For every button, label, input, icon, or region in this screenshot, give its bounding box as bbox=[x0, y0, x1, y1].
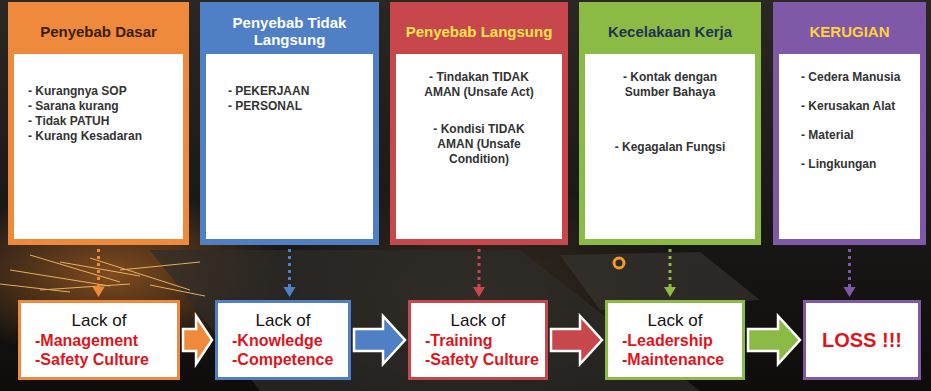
card-body: - Kurangnya SOP- Sarana kurang- Tidak PA… bbox=[14, 54, 183, 239]
cause-item: - Kurangnya SOP bbox=[28, 84, 169, 99]
card-header: Penyebab Dasar bbox=[14, 8, 183, 54]
sparks bbox=[0, 255, 205, 296]
connector bbox=[473, 249, 485, 297]
connector bbox=[93, 249, 105, 297]
card-title: Penyebab Langsung bbox=[406, 23, 553, 40]
block-arrow bbox=[354, 316, 405, 364]
lack-item: -Knowledge bbox=[226, 331, 340, 350]
cause-item: - Kontak dengan Sumber Bahaya bbox=[611, 70, 729, 100]
arrow-head bbox=[844, 287, 856, 297]
lack-label: Lack of bbox=[616, 311, 734, 331]
block-arrow bbox=[551, 316, 602, 364]
dotted-connector bbox=[478, 249, 481, 288]
lack-box: Lack of-Training-Safety Culture bbox=[408, 300, 548, 380]
cause-card: KERUGIAN - Cedera Manusia - Kerusakan Alat… bbox=[773, 2, 926, 245]
cause-item: - Cedera Manusia bbox=[801, 70, 902, 85]
lack-label: Lack of bbox=[226, 311, 340, 331]
cause-card: Penyebab Langsung - Tindakan TIDAK AMAN (… bbox=[390, 2, 568, 245]
card-body: - Kontak dengan Sumber Bahaya - Kegagalan… bbox=[585, 54, 755, 239]
connector bbox=[183, 316, 212, 364]
connector bbox=[284, 249, 296, 297]
lack-item: -Leadership bbox=[616, 331, 734, 350]
block-arrow bbox=[748, 316, 800, 364]
connector bbox=[748, 316, 800, 364]
card-body: - PEKERJAAN- PERSONAL bbox=[206, 54, 373, 239]
connector bbox=[844, 249, 856, 297]
card-header: Penyebab Tidak Langsung bbox=[206, 8, 373, 54]
card-title: Penyebab Dasar bbox=[40, 23, 157, 40]
lack-box: Lack of-Knowledge-Competence bbox=[215, 300, 351, 380]
lack-item: -Competence bbox=[226, 350, 340, 369]
card-body: - Cedera Manusia - Kerusakan Alat - Materi… bbox=[779, 54, 920, 239]
card-title: Penyebab Tidak Langsung bbox=[206, 14, 373, 48]
lack-box: Lack of-Leadership-Maintenance bbox=[605, 300, 745, 380]
lack-item: -Management bbox=[29, 331, 169, 350]
loss-text: LOSS !!! bbox=[814, 329, 910, 352]
cause-item: - Kurang Kesadaran bbox=[28, 129, 169, 144]
cause-item: - PERSONAL bbox=[228, 99, 351, 114]
cause-item: - Tindakan TIDAK AMAN (Unsafe Act) bbox=[424, 70, 534, 100]
connector bbox=[664, 249, 676, 297]
cause-item: - Kegagalan Fungsi bbox=[611, 140, 729, 155]
cause-item: - Material bbox=[801, 128, 902, 143]
cause-item: - Sarana kurang bbox=[28, 99, 169, 114]
lack-item: -Maintenance bbox=[616, 350, 734, 369]
cause-item: - Kondisi TIDAK AMAN (Unsafe Condition) bbox=[424, 122, 534, 167]
connector bbox=[551, 316, 602, 364]
card-title: KERUGIAN bbox=[809, 23, 889, 40]
block-arrow bbox=[183, 316, 212, 364]
cause-card: Kecelakaan Kerja - Kontak dengan Sumber B… bbox=[579, 2, 761, 245]
lack-label: Lack of bbox=[29, 311, 169, 331]
card-title: Kecelakaan Kerja bbox=[608, 23, 732, 40]
arrow-head bbox=[473, 287, 485, 297]
cause-card: Penyebab Tidak Langsung - PEKERJAAN- PERS… bbox=[200, 2, 379, 245]
arrow-head bbox=[284, 287, 296, 297]
orange-ring bbox=[614, 258, 624, 268]
lack-item: -Safety Culture bbox=[29, 350, 169, 369]
card-header: Penyebab Langsung bbox=[396, 8, 562, 54]
loss-box: LOSS !!! bbox=[803, 300, 921, 380]
dotted-connector bbox=[97, 249, 100, 288]
cause-item: - Tidak PATUH bbox=[28, 114, 169, 129]
cause-item: - Kerusakan Alat bbox=[801, 99, 902, 114]
cause-item: - PEKERJAAN bbox=[228, 84, 351, 99]
arrow-head bbox=[664, 287, 676, 297]
card-body: - Tindakan TIDAK AMAN (Unsafe Act) - Kond… bbox=[396, 54, 562, 239]
lack-item: -Safety Culture bbox=[419, 350, 537, 369]
dotted-connector bbox=[669, 249, 672, 288]
arrow-head bbox=[93, 287, 105, 297]
cause-item: - Lingkungan bbox=[801, 157, 902, 172]
cause-card: Penyebab Dasar - Kurangnya SOP- Sarana ku… bbox=[8, 2, 189, 245]
card-header: Kecelakaan Kerja bbox=[585, 8, 755, 54]
card-header: KERUGIAN bbox=[779, 8, 920, 54]
connector bbox=[354, 316, 405, 364]
dotted-connector bbox=[848, 249, 851, 288]
lack-box: Lack of-Management-Safety Culture bbox=[18, 300, 180, 380]
dotted-connector bbox=[288, 249, 291, 288]
lack-label: Lack of bbox=[419, 311, 537, 331]
lack-item: -Training bbox=[419, 331, 537, 350]
